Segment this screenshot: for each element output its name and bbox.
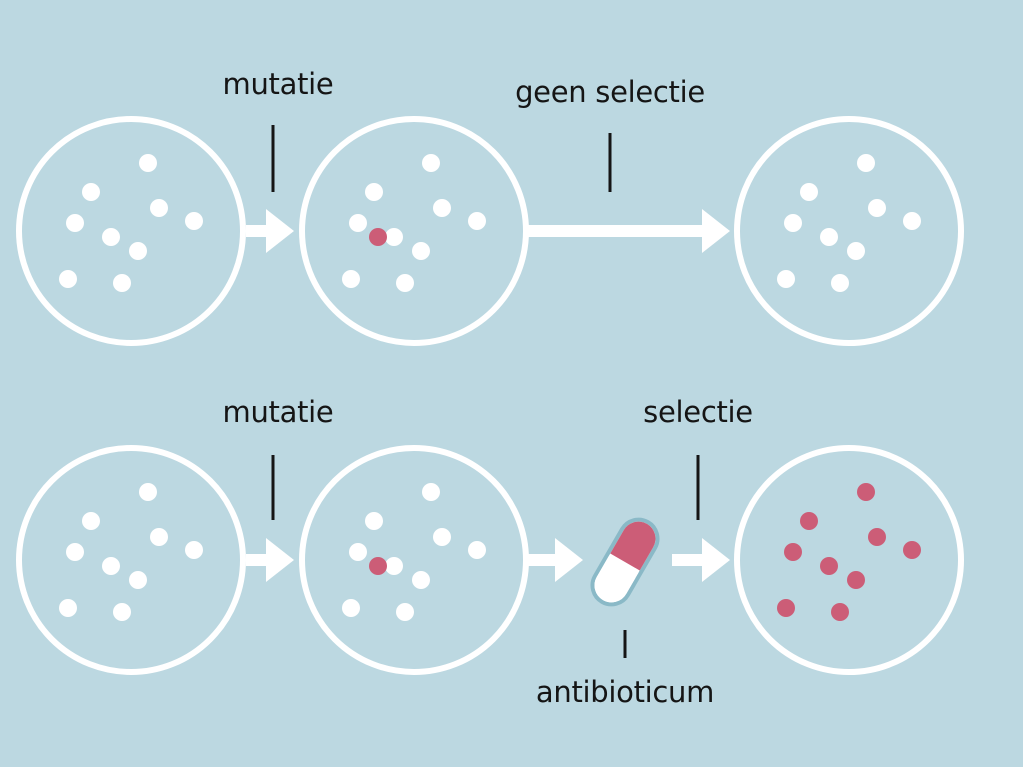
arrow-row1-no-selection-head xyxy=(702,209,730,253)
bacterium xyxy=(396,603,414,621)
bacterium xyxy=(412,242,430,260)
bacterium xyxy=(433,528,451,546)
arrow-row2-selection-head xyxy=(702,538,730,582)
bacterium xyxy=(847,242,865,260)
bacterium xyxy=(433,199,451,217)
pill-cap xyxy=(610,521,656,571)
bacterium xyxy=(903,212,921,230)
bacterium xyxy=(82,512,100,530)
dish-row2-result xyxy=(734,445,964,675)
bacterium xyxy=(82,183,100,201)
row1-mutation-label: mutatie xyxy=(222,67,334,101)
pill-body xyxy=(594,555,639,603)
arrow-row1-mutation-head xyxy=(266,209,294,253)
bacterium xyxy=(113,603,131,621)
resistant-bacterium xyxy=(820,557,838,575)
mutant-bacterium xyxy=(369,557,387,575)
bacterium xyxy=(385,557,403,575)
bacterium xyxy=(412,571,430,589)
bacterium xyxy=(59,599,77,617)
bacterium xyxy=(129,242,147,260)
bacterium xyxy=(365,183,383,201)
bacterium xyxy=(349,543,367,561)
bacterium xyxy=(342,599,360,617)
arrow-row2-to-antibiotic-head xyxy=(555,538,583,582)
bacterium xyxy=(396,274,414,292)
resistant-bacterium xyxy=(857,483,875,501)
bacterium xyxy=(868,199,886,217)
dish-row2-initial xyxy=(16,445,246,675)
resistant-bacterium xyxy=(784,543,802,561)
pill-capsule-icon xyxy=(590,517,660,607)
bacterium xyxy=(102,557,120,575)
bacterium xyxy=(59,270,77,288)
resistant-bacterium xyxy=(800,512,818,530)
resistant-bacterium xyxy=(847,571,865,589)
bacterium xyxy=(831,274,849,292)
bacterium xyxy=(113,274,131,292)
bacterium xyxy=(777,270,795,288)
bacterium xyxy=(185,541,203,559)
bacterium xyxy=(468,212,486,230)
bacterium xyxy=(857,154,875,172)
bacterium xyxy=(129,571,147,589)
dish-row1-result xyxy=(734,116,964,346)
bacterium xyxy=(468,541,486,559)
bacterium xyxy=(66,543,84,561)
bacterium xyxy=(66,214,84,232)
dish-row1-mutated xyxy=(299,116,529,346)
resistant-bacterium xyxy=(831,603,849,621)
bacterium xyxy=(800,183,818,201)
bacterium xyxy=(150,528,168,546)
bacterium xyxy=(365,512,383,530)
bacterium xyxy=(150,199,168,217)
bacterium xyxy=(820,228,838,246)
row2-antibiotic-label: antibioticum xyxy=(535,675,715,709)
resistant-bacterium xyxy=(868,528,886,546)
mutant-bacterium xyxy=(369,228,387,246)
row2-selection-label: selectie xyxy=(643,395,753,429)
row1-no-selection-label: geen selectie xyxy=(515,75,705,109)
dish-row2-mutated xyxy=(299,445,529,675)
bacterium xyxy=(422,154,440,172)
bacterium xyxy=(185,212,203,230)
bacterium xyxy=(349,214,367,232)
resistant-bacterium xyxy=(903,541,921,559)
bacterium xyxy=(422,483,440,501)
bacterium xyxy=(784,214,802,232)
bacterium xyxy=(102,228,120,246)
bacterium xyxy=(139,154,157,172)
bacterium xyxy=(139,483,157,501)
bacterium xyxy=(342,270,360,288)
resistant-bacterium xyxy=(777,599,795,617)
bacterium xyxy=(385,228,403,246)
row2-mutation-label: mutatie xyxy=(222,395,334,429)
arrow-row2-mutation-head xyxy=(266,538,294,582)
dish-row1-initial xyxy=(16,116,246,346)
